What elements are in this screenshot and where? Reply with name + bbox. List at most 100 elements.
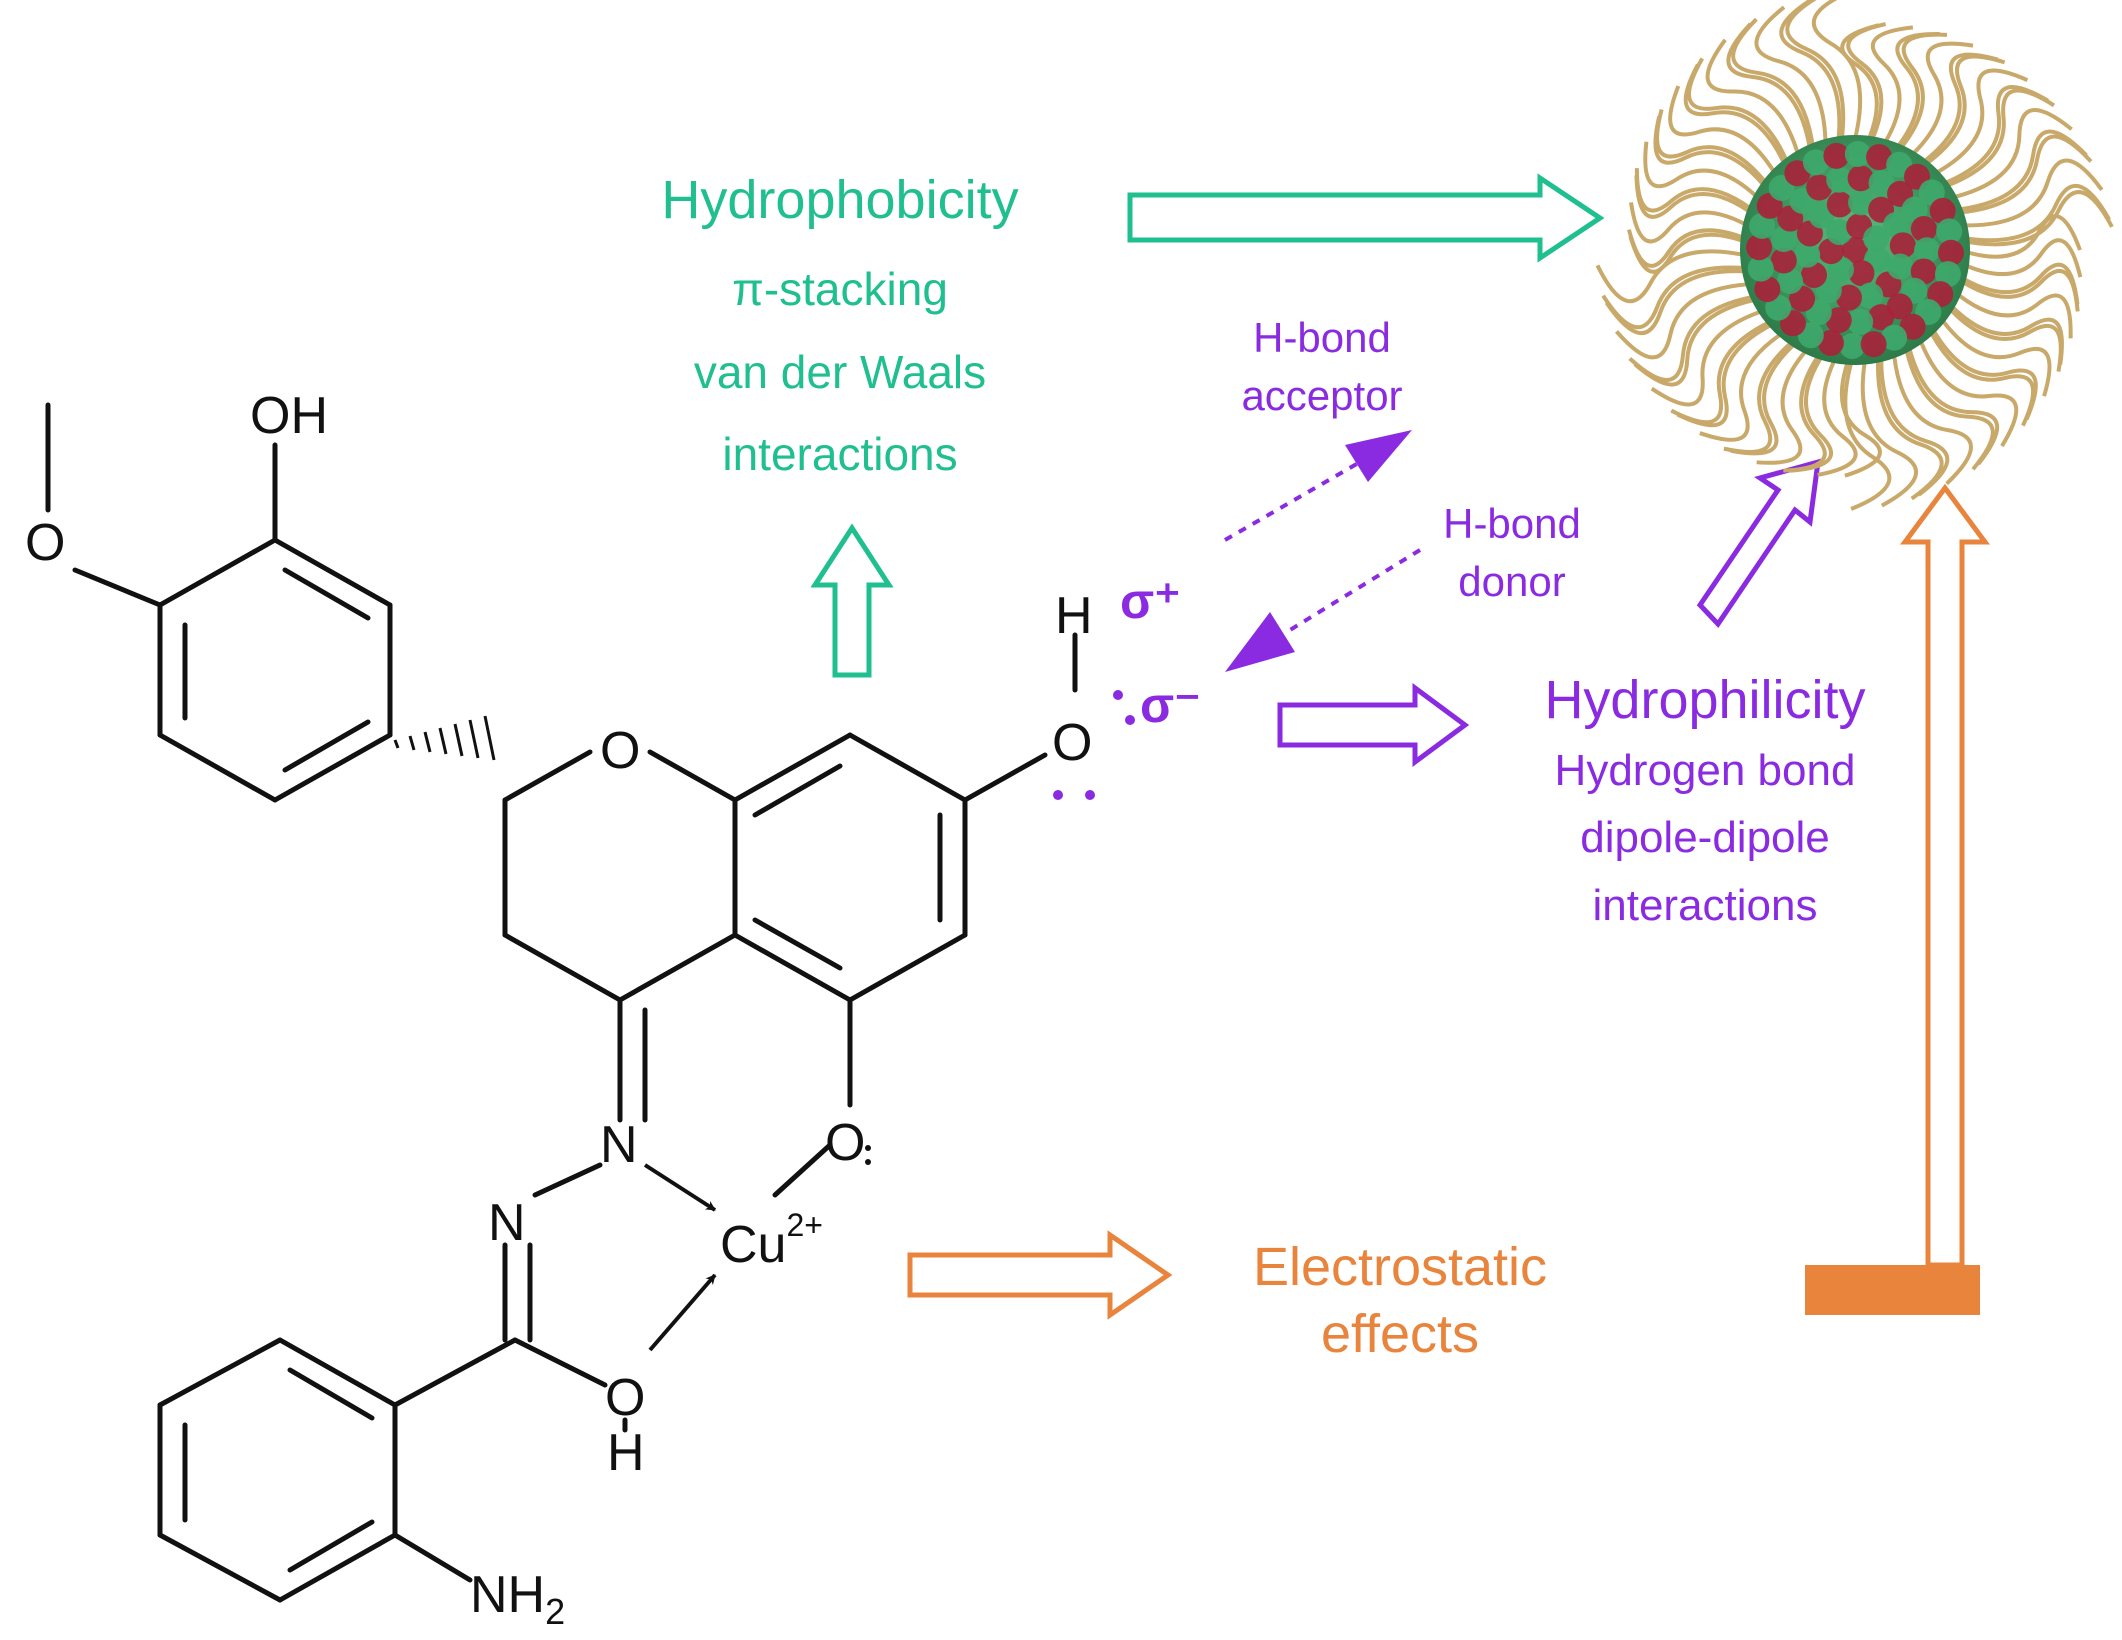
- micelle-tail: [1604, 269, 1753, 335]
- hydrophobic-vdw: van der Waals: [694, 346, 986, 398]
- micelle-tail: [1937, 85, 2050, 188]
- micelle-bead: [1913, 237, 1940, 264]
- micelle-tail: [1670, 317, 1777, 425]
- micelle-tail: [1785, 0, 1846, 147]
- atom-h-amide: H: [607, 1424, 645, 1482]
- micelle-tail: [1650, 307, 1769, 407]
- micelle-tail: [1668, 85, 1780, 180]
- micelle-tail: [1902, 342, 1995, 471]
- micelle-tail: [1958, 238, 2083, 278]
- hydrophobicity-title: Hydrophobicity: [661, 170, 1018, 230]
- micelle-bead: [1777, 268, 1804, 295]
- atom-o-lower: O: [825, 1114, 865, 1172]
- micelle-bead: [1847, 165, 1874, 192]
- micelle-bead: [1746, 234, 1773, 261]
- micelle-bead: [1910, 215, 1937, 242]
- micelle-tail: [1843, 354, 1892, 511]
- micelle-bead: [1910, 258, 1937, 285]
- micelle-tail: [1943, 302, 2063, 372]
- micelle-tail: [1956, 158, 2104, 228]
- micelle-bead: [1754, 276, 1781, 303]
- hydrophilic-dipole: dipole-dipole: [1580, 813, 1830, 862]
- micelle-tail: [1953, 134, 2093, 216]
- atom-n-hydrazone: N: [488, 1194, 526, 1252]
- micelle-bead: [1881, 324, 1908, 351]
- micelle-tail: [1959, 190, 2114, 247]
- micelle-bead: [1826, 218, 1853, 245]
- hydrophilic-interactions: interactions: [1592, 881, 1817, 930]
- micelle-tail: [1601, 265, 1752, 330]
- micelle-bead: [1934, 261, 1961, 288]
- micelle-tail: [1615, 281, 1756, 360]
- micelle-bead: [1883, 212, 1910, 239]
- purple-right-arrow: [1277, 683, 1470, 767]
- electrostatic-line2: effects: [1321, 1304, 1479, 1364]
- micelle-tail: [1860, 354, 1918, 508]
- micelle-tail: [1950, 288, 2073, 339]
- micelle-tail: [1846, 22, 1887, 147]
- micelle-bead: [1806, 174, 1833, 201]
- micelle-illustration: [1595, 0, 2114, 511]
- micelle-tail: [1628, 232, 1751, 274]
- micelle-tail: [1643, 141, 1764, 204]
- hbond-acceptor-line1: H-bond: [1253, 314, 1391, 361]
- atom-o-phenol: O: [1052, 714, 1092, 772]
- molecule-structure: [45, 402, 1078, 1603]
- micelle-tail: [1891, 347, 1973, 486]
- micelle-tail: [1870, 25, 1914, 150]
- micelle-tail: [1731, 17, 1816, 154]
- donor-dotted-arrow: [1288, 548, 1422, 632]
- orange-up-arrow: [1900, 483, 1990, 1268]
- micelle-bead: [1839, 332, 1866, 359]
- micelle-tail: [1790, 349, 1833, 473]
- hbond-donor-line2: donor: [1458, 558, 1565, 605]
- micelle-tail: [1634, 175, 1757, 219]
- purple-diagonal-arrow: [1696, 458, 1821, 628]
- micelle-tail: [1628, 293, 1761, 382]
- atom-o-amide: O: [605, 1369, 645, 1427]
- micelle-tail: [1958, 183, 2111, 243]
- micelle-tail: [1928, 322, 2038, 420]
- micelle-bead: [1825, 307, 1852, 334]
- micelle-bead: [1794, 241, 1821, 268]
- micelle-tail: [1687, 57, 1792, 169]
- hydrophobic-interactions: interactions: [722, 428, 957, 480]
- hbond-donor-line1: H-bond: [1443, 500, 1581, 547]
- micelle-tail: [1840, 23, 1880, 147]
- donor-arrowhead: [1225, 612, 1295, 672]
- micelle-bead: [1817, 329, 1844, 356]
- hbond-acceptor-line2: acceptor: [1241, 372, 1402, 419]
- micelle-bead: [1842, 237, 1868, 263]
- micelle-bead: [1889, 232, 1916, 259]
- micelle-tail: [1811, 0, 1863, 146]
- micelle-tail: [1946, 108, 2073, 201]
- micelle-bead: [1936, 218, 1963, 245]
- micelle-bead: [1848, 189, 1875, 216]
- micelle-tail: [1726, 22, 1813, 156]
- micelle-tail: [1705, 38, 1802, 162]
- micelle-tail: [1699, 328, 1789, 442]
- atom-o-methoxy: O: [25, 514, 65, 572]
- micelle-tail: [1629, 202, 1754, 244]
- hydrophilic-hbond: Hydrogen bond: [1555, 746, 1856, 795]
- micelle-bead: [1866, 144, 1893, 171]
- micelle-tail: [1626, 228, 1752, 268]
- orange-base-block: [1805, 1265, 1980, 1315]
- orange-right-arrow: [907, 1230, 1173, 1320]
- micelle-bead: [1800, 261, 1827, 288]
- micelle-tail: [1783, 348, 1827, 473]
- atom-nh2: NH2: [470, 1566, 565, 1632]
- micelle-bead: [1848, 260, 1875, 287]
- micelle-bead: [1937, 239, 1964, 266]
- micelle-tail: [1633, 296, 1763, 387]
- micelle-tail: [1925, 324, 2036, 427]
- atom-h-phenol: H: [1055, 587, 1093, 645]
- coordination-arrows: [643, 1163, 717, 1352]
- micelle-bead: [1826, 166, 1853, 193]
- micelle-bead: [1901, 196, 1928, 223]
- electrostatic-line1: Electrostatic: [1253, 1237, 1547, 1297]
- hydrophobic-pi-stacking: π-stacking: [732, 263, 948, 315]
- micelle-bead: [1770, 247, 1797, 274]
- micelle-bead: [1886, 293, 1913, 320]
